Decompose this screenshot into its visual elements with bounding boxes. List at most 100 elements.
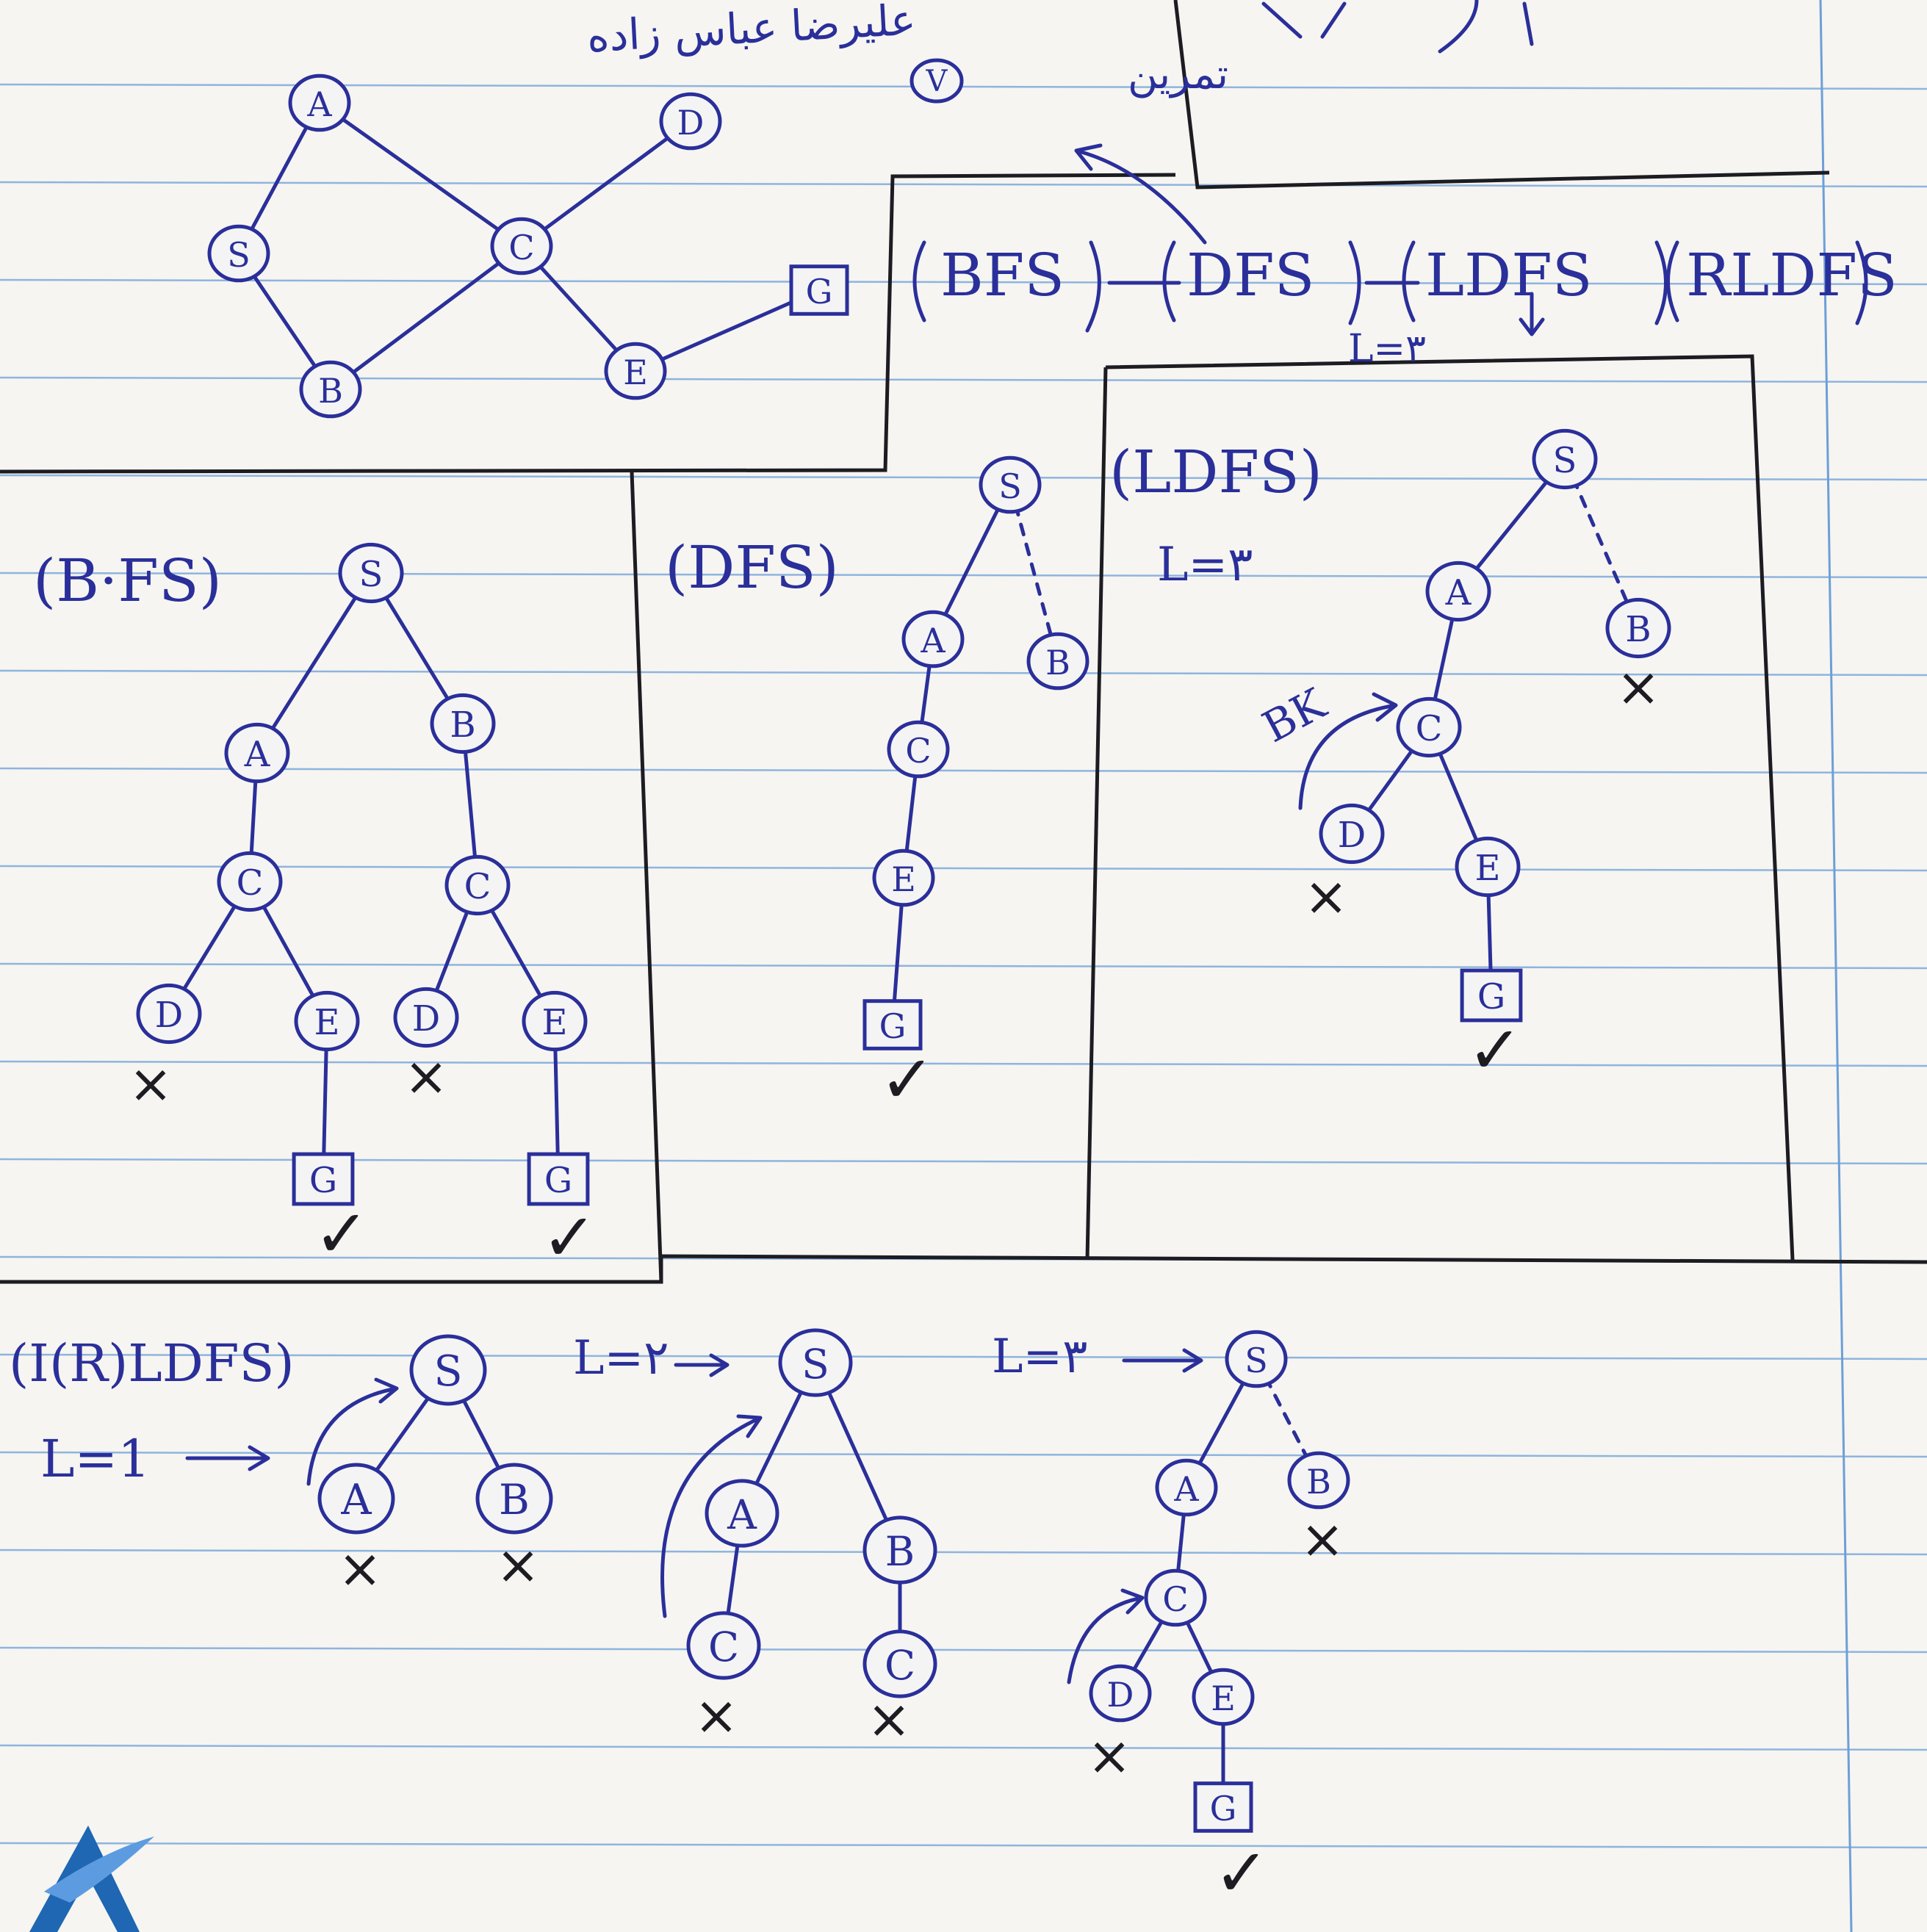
svg-text:B: B [499,1476,530,1524]
svg-text:B: B [885,1528,915,1575]
node-b: B [1287,1451,1350,1510]
node-e: E [604,342,667,400]
fail-mark: × [694,1684,738,1746]
node-c: C [1144,1568,1207,1627]
node-g: G [527,1152,590,1206]
node-b: B [475,1463,553,1535]
tree-edge [255,571,373,755]
iddfs-backtrack-arrow-1 [306,1377,399,1486]
tree-edge [317,101,524,248]
svg-text:G: G [309,1160,337,1201]
v-badge: V [910,58,964,104]
svg-text:S: S [1553,440,1577,481]
node-a: A [1155,1458,1218,1517]
iddfs-level-2-arrow [674,1353,730,1377]
node-e: E [872,848,935,907]
success-mark: ✓ [879,1042,934,1119]
svg-text:D: D [677,103,705,143]
ldfs-limit: L=۳ [1157,538,1253,592]
svg-text:C: C [905,731,931,771]
svg-text:E: E [1474,848,1500,889]
fail-mark: × [338,1538,382,1599]
svg-text:C: C [1162,1579,1188,1619]
tree-edge [328,244,524,392]
success-mark: ✓ [1467,1012,1522,1089]
node-e: E [1455,836,1521,898]
svg-text:C: C [237,862,264,904]
svg-text:E: E [541,1002,567,1043]
type-bfs: BFS [940,241,1065,309]
svg-text:D: D [1338,815,1366,856]
node-b: B [1605,597,1671,659]
iddfs-level-1: L=1 [40,1429,151,1489]
ldfs-limit-note: L=۳ [1348,327,1426,371]
svg-text:A: A [920,621,946,660]
node-b: B [430,693,496,754]
node-e: E [522,990,588,1052]
node-s: S [207,224,270,283]
node-b: B [299,360,362,419]
svg-text:S: S [227,235,251,275]
svg-text:B: B [1306,1462,1331,1502]
node-a: A [1425,561,1491,622]
svg-text:E: E [314,1002,339,1043]
svg-text:B: B [1045,643,1070,682]
success-mark: ✓ [541,1200,597,1277]
tree-edge [519,119,693,248]
tree-dfs: S A B C E G✓ [862,455,1089,1119]
svg-text:G: G [1210,1789,1237,1828]
svg-text:C: C [885,1642,915,1689]
node-e: E [1192,1668,1255,1726]
iddfs-level-2: L=۲ [573,1331,669,1385]
node-d: D [1089,1664,1152,1723]
node-a: A [901,610,965,668]
svg-text:A: A [340,1476,372,1524]
fail-mark: × [404,1045,448,1107]
node-d: D [136,983,202,1045]
node-a: A [224,722,290,784]
node-e: E [294,990,360,1052]
svg-text:A: A [1445,572,1472,613]
svg-text:S: S [802,1341,829,1388]
search-types-row: BFS DFS LDFS RLDFS [912,240,1898,336]
svg-text:S: S [359,554,383,595]
svg-text:E: E [891,859,916,899]
caption-arrow [1074,143,1207,245]
node-s: S [1532,428,1598,490]
svg-text:A: A [244,734,271,775]
svg-text:E: E [1211,1679,1236,1718]
tree-edge-unexplored [1008,483,1060,663]
svg-text:G: G [1477,976,1505,1017]
svg-text:B: B [450,704,475,746]
author-name: علیرضا عباس زاده [586,0,917,62]
svg-text:C: C [1416,708,1443,749]
iddfs-level-3: L=۳ [992,1330,1088,1384]
svg-text:G: G [879,1006,907,1046]
panel-frames [0,0,1927,1284]
fail-mark: × [1300,1508,1344,1570]
bfs-title: (B·FS) [33,547,222,615]
node-g: G [862,999,923,1050]
node-b: B [862,1515,937,1585]
ruled-lines [0,83,1927,1849]
type-ldfs: LDFS [1425,241,1593,309]
node-s: S [778,1328,853,1397]
svg-text:D: D [1107,1675,1134,1715]
svg-text:S: S [1245,1341,1268,1380]
node-g: G [1460,968,1523,1023]
svg-text:S: S [998,466,1022,506]
node-c: C [862,1629,937,1698]
svg-text:D: D [412,998,440,1039]
svg-text:A: A [1173,1469,1199,1509]
node-c: C [490,217,553,275]
node-g: G [292,1152,355,1206]
node-s: S [409,1334,487,1406]
margin-line [1819,0,1853,1932]
